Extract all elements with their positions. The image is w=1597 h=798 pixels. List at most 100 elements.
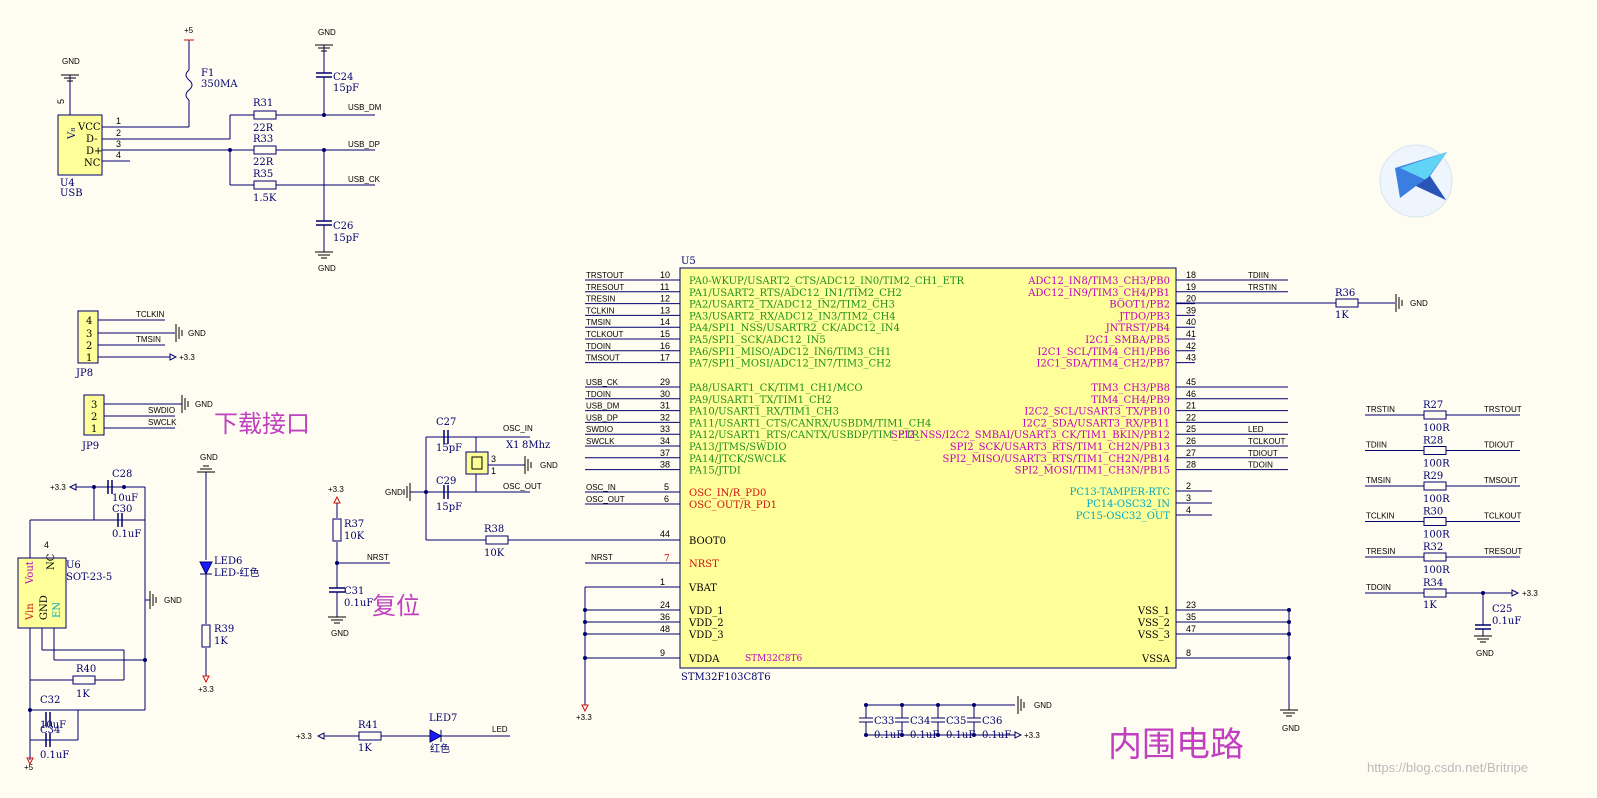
svg-text:GND: GND [1034, 701, 1052, 710]
svg-text:SWDIO: SWDIO [148, 406, 175, 415]
svg-text:GND: GND [1476, 649, 1494, 658]
resistor-body [1423, 410, 1447, 420]
svg-text:2: 2 [91, 412, 97, 423]
resistor-ref: R29 [1423, 471, 1443, 482]
pin-name: I2C1_SCL/TIM4_CH1/PB6 [1037, 347, 1170, 358]
pin-number: 11 [660, 282, 669, 292]
pin-number: 5 [664, 482, 669, 492]
svg-text:NC: NC [84, 158, 101, 169]
svg-text:GND: GND [1410, 299, 1428, 308]
pin-number: 22 [1186, 412, 1196, 422]
f1-ref: F1 [201, 68, 214, 79]
svg-text:C32: C32 [40, 695, 60, 706]
cap-ref: C36 [982, 716, 1002, 727]
net-label: TRESIN [586, 295, 616, 304]
pin-name: VSSA [1141, 654, 1171, 665]
u4-value: USB [60, 188, 83, 199]
resistor-body [1423, 517, 1447, 526]
pin-number: 39 [1186, 305, 1196, 315]
svg-text:1K: 1K [76, 689, 90, 700]
pin-number: 15 [660, 329, 670, 339]
pin-number: 7 [664, 554, 670, 564]
pin-number: 30 [660, 389, 670, 399]
svg-text:R34: R34 [1423, 578, 1443, 589]
pin-number: 18 [1186, 270, 1196, 280]
pin-number: 6 [664, 494, 669, 504]
pin-number: 34 [660, 436, 670, 446]
svg-text:10K: 10K [344, 531, 365, 542]
svg-text:R33: R33 [253, 134, 273, 145]
svg-text:LED-红色: LED-红色 [214, 566, 260, 579]
pin-name: PA12/USART1_RTS/CANTX/USBDP/TIM_ETR [689, 430, 920, 441]
svg-text:U6: U6 [66, 560, 81, 571]
pin-number: 19 [1186, 282, 1196, 292]
svg-text:GND: GND [318, 264, 336, 273]
cap-value: 0.1uF [946, 730, 975, 741]
net-label: TCLKOUT [1248, 437, 1285, 446]
svg-text:C29: C29 [436, 476, 456, 487]
pin-name: I2C1_SDA/TIM4_CH2/PB7 [1036, 359, 1170, 370]
net-label: TDOIN [586, 390, 611, 399]
svg-text:+3.3: +3.3 [1024, 731, 1040, 740]
svg-text:1: 1 [116, 116, 121, 126]
pin-name: ADC12_IN8/TIM3_CH3/PB0 [1027, 276, 1170, 287]
svg-text:1K: 1K [1423, 600, 1437, 611]
cap-ref: C35 [946, 716, 966, 727]
net-label: TDIOUT [1248, 449, 1278, 458]
reset-title: 复位 [372, 592, 420, 620]
resistor-value: 100R [1423, 459, 1450, 470]
pin-number: 8 [1186, 648, 1191, 658]
net-label: TDOIN [586, 342, 611, 351]
core-circuit-title: 内围电路 [1108, 725, 1244, 765]
svg-text:15pF: 15pF [436, 502, 462, 513]
svg-text:2: 2 [116, 128, 121, 138]
pin-name: BOOT0 [689, 536, 726, 547]
svg-text:3: 3 [491, 454, 496, 464]
svg-text:1: 1 [491, 466, 496, 476]
svg-text:LED6: LED6 [214, 556, 242, 567]
svg-text:U5: U5 [681, 256, 696, 267]
pin-name: PA11/USART1_CTS/CANRX/USBDM/TIM1_CH4 [689, 418, 931, 429]
pin-name: PA14/JTCK/SWCLK [689, 454, 787, 465]
svg-text:GND: GND [164, 596, 182, 605]
pin-number: 38 [660, 460, 670, 470]
resistor-body [1423, 481, 1447, 491]
svg-text:C24: C24 [333, 72, 353, 83]
r34-section: TDOIN R34 1K GND C25 0.1uF +3.3 [1365, 578, 1538, 658]
pin-number: 16 [660, 341, 670, 351]
svg-text:8Mhz: 8Mhz [522, 440, 550, 451]
pin-name: PC13-TAMPER-RTC [1070, 487, 1171, 498]
pin-number: 9 [660, 648, 665, 658]
resistor-value: 100R [1423, 423, 1450, 434]
net-label: TRSTIN [1248, 283, 1277, 292]
pin-number: 36 [660, 612, 670, 622]
svg-text:+3.3: +3.3 [179, 353, 195, 362]
pin-name: PA15/JTDI [689, 466, 741, 477]
f1-value: 350MA [201, 79, 238, 90]
pin-number: 43 [1186, 353, 1196, 363]
svg-text:GND: GND [331, 629, 349, 638]
net-label: TMSOUT [586, 354, 620, 363]
gnd-label: GND [62, 57, 80, 66]
cap-value: 0.1uF [982, 730, 1011, 741]
pin-name: VDD_1 [688, 606, 724, 617]
svg-text:GND: GND [385, 488, 403, 497]
svg-text:C28: C28 [112, 469, 132, 480]
svg-text:4: 4 [116, 150, 121, 160]
pin-number: 48 [660, 624, 670, 634]
pin-number: 37 [660, 448, 670, 458]
svg-text:V₈: V₈ [67, 128, 78, 140]
svg-text:NRST: NRST [367, 553, 389, 562]
reset-section: +3.3 R37 10K NRST C31 0.1uF GND [327, 485, 390, 638]
svg-text:OSC_OUT: OSC_OUT [503, 482, 542, 491]
net-label: LED [1248, 425, 1264, 434]
u6-regulator: +3.3 C28 10uF C30 0.1uF GND Vout NC Vin … [17, 469, 182, 772]
svg-text:JP8: JP8 [75, 368, 93, 379]
cap-ref: C33 [874, 716, 894, 727]
svg-text:10K: 10K [484, 548, 505, 559]
net-label: TCLKOUT [586, 330, 623, 339]
pin-number: 13 [660, 305, 670, 315]
svg-text:C31: C31 [344, 586, 364, 597]
svg-text:22R: 22R [253, 157, 274, 168]
